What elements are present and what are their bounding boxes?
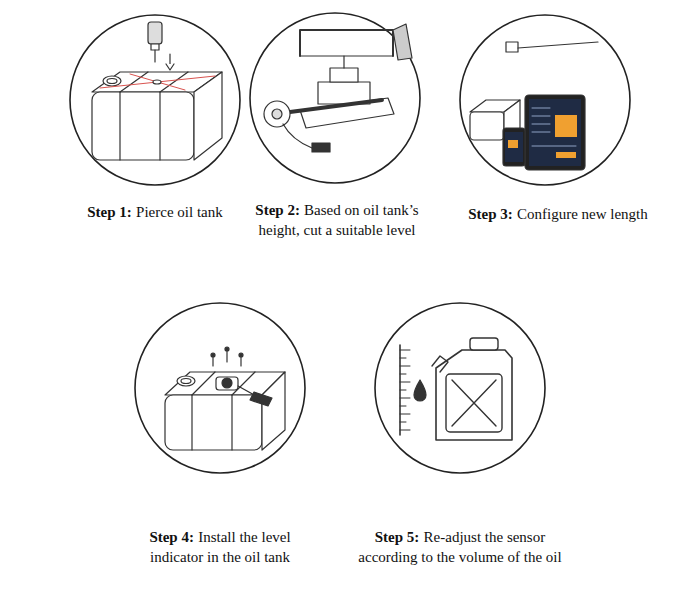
ruler-jerrycan [400,338,512,440]
step-caption: Step 3:Configure new length [443,205,673,225]
step-frame [460,15,630,185]
configuration-devices [470,42,598,170]
step-caption: Step 1:Pierce oil tank [40,203,270,223]
step-text: Configure new length [517,206,648,222]
step-frame [135,303,305,473]
step-number: Step 5: [375,529,420,545]
step-node: Step 5:Re-adjust the sensor according to… [344,300,576,567]
step-node: Step 4:Install the level indicator in th… [131,300,309,567]
step-text: Pierce oil tank [136,204,223,220]
step-frame [70,15,240,185]
step-number: Step 2: [255,202,300,218]
step-number: Step 3: [468,206,513,222]
step-node: Step 2:Based on oil tank’s height, cut a… [241,10,433,240]
step-frame [375,303,545,473]
step-node: Step 1:Pierce oil tank [40,12,270,223]
step-caption: Step 4:Install the level indicator in th… [131,528,309,567]
hacksaw-sensor [264,24,412,152]
step-caption: Step 5:Re-adjust the sensor according to… [344,528,576,567]
step-node: Step 3:Configure new length [443,12,673,225]
step-number: Step 1: [87,204,132,220]
step-number: Step 4: [149,529,194,545]
step-caption: Step 2:Based on oil tank’s height, cut a… [241,201,433,240]
tank-sensor [165,347,285,450]
tank-drill [92,22,222,160]
step-frame [250,13,420,183]
